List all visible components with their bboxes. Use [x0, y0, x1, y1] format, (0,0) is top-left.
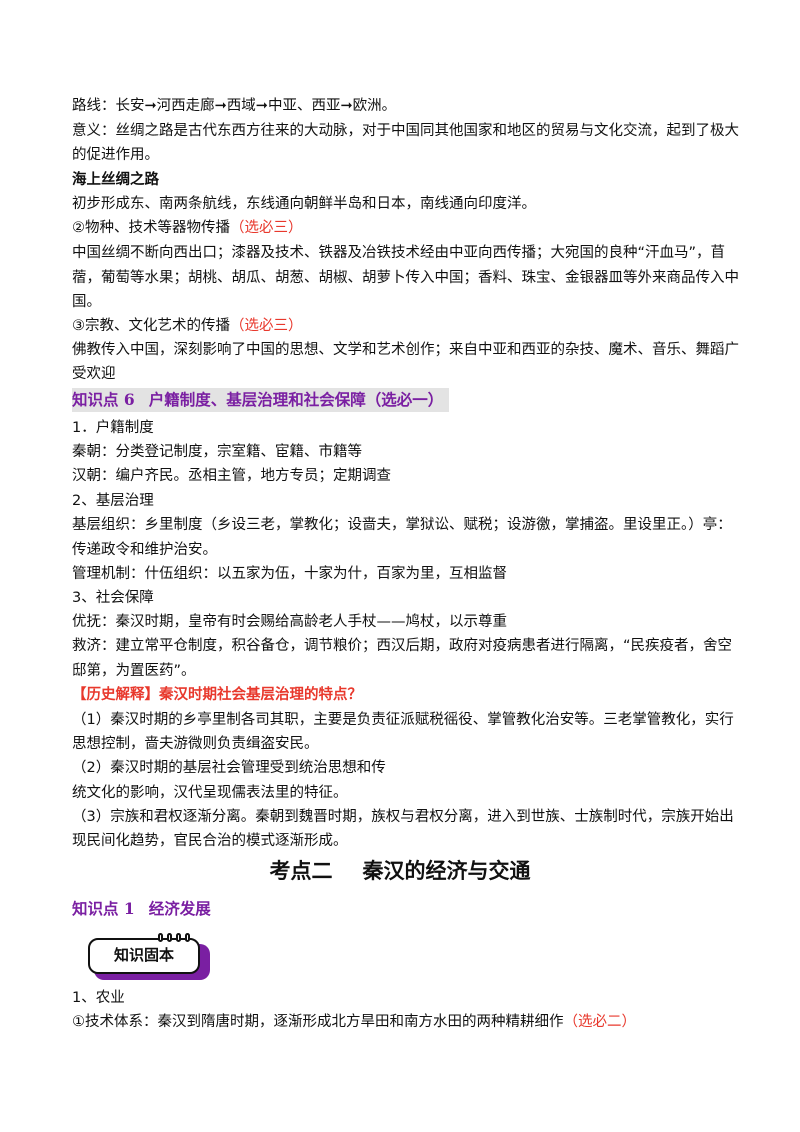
governance-heading: 2、基层治理: [72, 493, 154, 509]
section-name: 秦汉的经济与交通: [362, 859, 531, 883]
knowledge-point-6-heading: 知识点 6 户籍制度、基层治理和社会保障（选必一）: [72, 388, 450, 412]
meaning-line-1: 意义：丝绸之路是古代东西方往来的大动脉，对于中国同其他国家和地区的贸易与文化交流…: [72, 123, 739, 139]
huji-heading: 1．户籍制度: [72, 420, 154, 436]
explain-answer-1-2: 思想控制，啬夫游微则负责缉盗安民。: [72, 736, 319, 752]
spread-culture-text: ③宗教、文化艺术的传播: [72, 318, 230, 334]
spread-goods-text: ②物种、技术等器物传播: [72, 220, 230, 236]
binder-rings-icon: [158, 933, 202, 943]
knowledge-badge-label: 知识固本: [88, 938, 200, 974]
spread-goods-tag: （选必三）: [230, 220, 303, 236]
explain-answer-3-1: （3）宗族和君权逐渐分离。秦朝到魏晋时期，族权与君权分离，进入到世族、士族制时代…: [72, 809, 734, 825]
explain-answer-3-2: 现民间化趋势，官民合治的模式逐渐形成。: [72, 833, 348, 849]
spread-goods-heading: ②物种、技术等器物传播（选必三）: [72, 218, 303, 238]
security-youfu: 优抚：秦汉时期，皇帝有时会赐给高龄老人手杖——鸠杖，以示尊重: [72, 614, 507, 630]
agriculture-heading: 1、农业: [72, 990, 125, 1006]
explain-answer-2-2: 统文化的影响，汉代呈现儒表法里的特征。: [72, 785, 348, 801]
huji-qin: 秦朝：分类登记制度，宗室籍、宦籍、市籍等: [72, 444, 362, 460]
sea-silk-road-heading: 海上丝绸之路: [72, 172, 159, 188]
section-label: 考点二: [269, 859, 333, 883]
spread-culture-para-1: 佛教传入中国，深刻影响了中国的思想、文学和艺术创作；来自中亚和西亚的杂技、魔术、…: [72, 342, 739, 358]
spread-goods-para-3: 国。: [72, 294, 101, 310]
kp1-number: 知识点 1: [72, 899, 135, 918]
security-relief-2: 邸第，为置医药”。: [72, 663, 196, 679]
security-relief-1: 救济：建立常平仓制度，积谷备仓，调节粮价；西汉后期，政府对疫病患者进行隔离，“民…: [72, 638, 733, 654]
history-explain-question: 【历史解释】秦汉时期社会基层治理的特点？: [72, 685, 362, 705]
security-heading: 3、社会保障: [72, 590, 154, 606]
history-explain-text: 秦汉时期社会基层治理的特点？: [159, 687, 362, 703]
knowledge-badge: 知识固本: [88, 933, 212, 982]
kp6-title: 户籍制度、基层治理和社会保障（选必一）: [148, 391, 444, 409]
kp1-title: 经济发展: [148, 900, 211, 918]
explain-answer-2-1: （2）秦汉时期的基层社会管理受到统治思想和传: [72, 760, 386, 776]
kp6-number: 知识点 6: [72, 390, 135, 409]
meaning-line-2: 的促进作用。: [72, 147, 159, 163]
explain-answer-1-1: （1）秦汉时期的乡亭里制各司其职，主要是负责征派赋税徭役、掌管教化治安等。三老掌…: [72, 712, 734, 728]
spread-culture-para-2: 受欢迎: [72, 366, 116, 382]
governance-org-2: 传递政令和维护治安。: [72, 542, 217, 558]
knowledge-point-1-heading: 知识点 1 经济发展: [72, 897, 211, 921]
agriculture-tech-tag: （选必二）: [563, 1014, 637, 1030]
history-explain-tag: 【历史解释】: [72, 687, 159, 703]
agriculture-tech-line: ①技术体系：秦汉到隋唐时期，逐渐形成北方旱田和南方水田的两种精耕细作（选必二）: [72, 1012, 636, 1032]
agriculture-tech-text: ①技术体系：秦汉到隋唐时期，逐渐形成北方旱田和南方水田的两种精耕细作: [72, 1014, 564, 1030]
sea-routes-line: 初步形成东、南两条航线，东线通向朝鲜半岛和日本，南线通向印度洋。: [72, 196, 536, 212]
spread-goods-para-2: 蓿，葡萄等水果；胡桃、胡瓜、胡葱、胡椒、胡萝卜传入中国；香料、珠宝、金银器皿等外…: [72, 270, 739, 286]
huji-han: 汉朝：编户齐民。丞相主管，地方专员；定期调查: [72, 468, 391, 484]
governance-mechanism: 管理机制：什伍组织：以五家为伍，十家为什，百家为里，互相监督: [72, 566, 507, 582]
spread-culture-tag: （选必三）: [230, 318, 303, 334]
governance-org-1: 基层组织：乡里制度（乡设三老，掌教化；设啬夫，掌狱讼、赋税；设游徼，掌捕盗。里设…: [72, 517, 732, 533]
route-line: 路线：长安➞河西走廊➞西域➞中亚、西亚➞欧洲。: [72, 98, 397, 114]
spread-culture-heading: ③宗教、文化艺术的传播（选必三）: [72, 316, 303, 336]
spread-goods-para-1: 中国丝绸不断向西出口；漆器及技术、铁器及冶铁技术经由中亚向西传播；大宛国的良种“…: [72, 245, 726, 261]
section-title: 考点二 秦汉的经济与交通: [0, 856, 800, 886]
